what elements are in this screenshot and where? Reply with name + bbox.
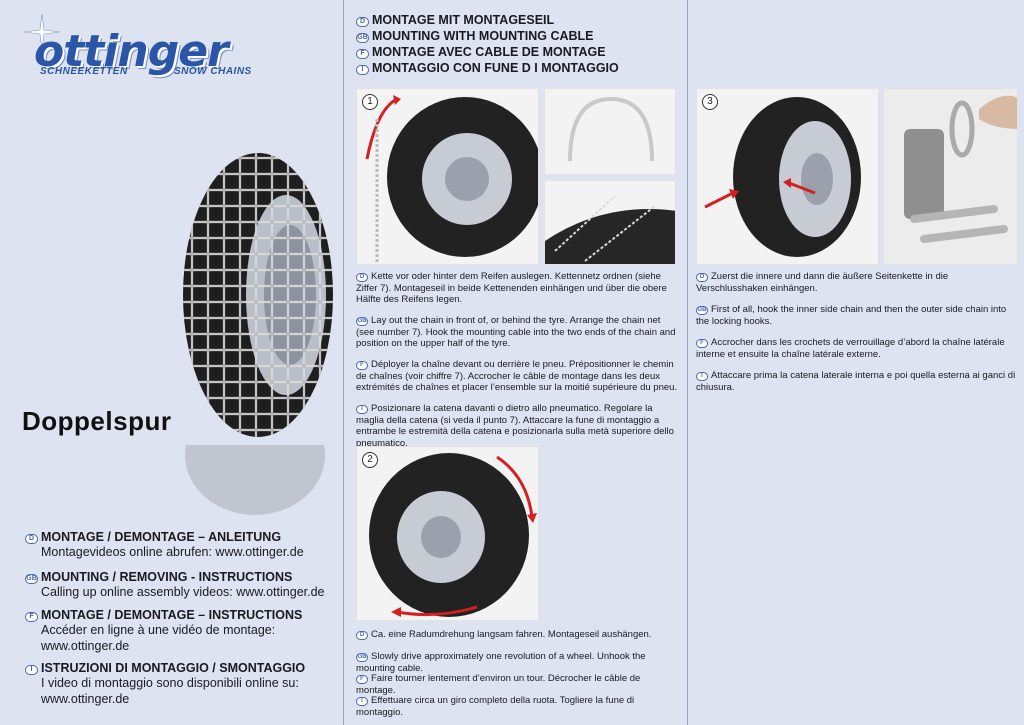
step1-tire-photo [356, 88, 539, 265]
brand-logo: ottinger SCHNEEKETTEN SNOW CHAINS [14, 12, 264, 82]
flag-gb-badge: GB [356, 653, 368, 662]
locking-hook-photo [883, 88, 1018, 265]
flag-de-badge: D [696, 273, 708, 282]
chain-detail-photo [544, 180, 676, 265]
flag-it-badge: I [356, 697, 368, 706]
instructions-text: Calling up online assembly videos: www.o… [41, 585, 325, 599]
flag-de-badge: D [356, 17, 369, 27]
instructions-text: www.ottinger.de [41, 639, 130, 653]
instructions-heading: MONTAGE / DEMONTAGE – INSTRUCTIONS [41, 608, 303, 622]
flag-fr-badge: F [696, 339, 708, 348]
instructions-heading: MOUNTING / REMOVING - INSTRUCTIONS [41, 570, 293, 584]
step-number-badge: 2 [362, 452, 378, 468]
instructions-text: Montagevideos online abrufen: www.otting… [41, 545, 304, 559]
header-line-it: MONTAGGIO CON FUNE D I MONTAGGIO [372, 61, 619, 75]
flag-de-badge: D [25, 534, 38, 544]
flag-gb-badge: GB [356, 33, 369, 43]
flag-fr-badge: F [356, 49, 369, 59]
flag-de-badge: D [356, 631, 368, 640]
brand-tagline-en: SNOW CHAINS [174, 66, 252, 77]
instructions-text: Accéder en ligne à une vidéo de montage: [41, 623, 276, 637]
step-number-badge: 3 [702, 94, 718, 110]
star-sparkle-icon [23, 13, 61, 51]
column-divider-left [343, 0, 344, 725]
flag-it-badge: I [356, 65, 369, 75]
header-line-de: MONTAGE MIT MONTAGESEIL [372, 13, 555, 27]
flag-fr-badge: F [25, 612, 38, 622]
header-line-gb: MOUNTING WITH MOUNTING CABLE [372, 29, 594, 43]
flag-gb-badge: GB [356, 317, 368, 326]
tire-reflection-image [185, 445, 325, 515]
flag-fr-badge: F [356, 675, 368, 684]
flag-de-badge: D [356, 273, 368, 282]
instructions-text: www.ottinger.de [41, 692, 130, 706]
flag-fr-badge: F [356, 361, 368, 370]
instructions-text: I video di montaggio sono disponibili on… [41, 676, 299, 690]
mounting-cable-photo [544, 88, 676, 175]
flag-it-badge: I [356, 405, 368, 414]
instructions-heading: MONTAGE / DEMONTAGE – ANLEITUNG [41, 530, 282, 544]
flag-it-badge: I [25, 665, 38, 675]
step-number-badge: 1 [362, 94, 378, 110]
brand-name: ottinger [34, 26, 229, 77]
tire-with-chain-image [183, 153, 333, 437]
flag-it-badge: I [696, 372, 708, 381]
step3-tire-photo [696, 88, 879, 265]
header-line-fr: MONTAGE AVEC CABLE DE MONTAGE [372, 45, 606, 59]
brand-tagline-de: SCHNEEKETTEN [40, 66, 128, 77]
instructions-heading: ISTRUZIONI DI MONTAGGIO / SMONTAGGIO [41, 661, 306, 675]
flag-gb-badge: GB [696, 306, 708, 315]
column-divider-right [687, 0, 688, 725]
flag-gb-badge: GB [25, 574, 38, 584]
step2-tire-photo [356, 446, 539, 621]
product-title: Doppelspur [22, 406, 172, 436]
